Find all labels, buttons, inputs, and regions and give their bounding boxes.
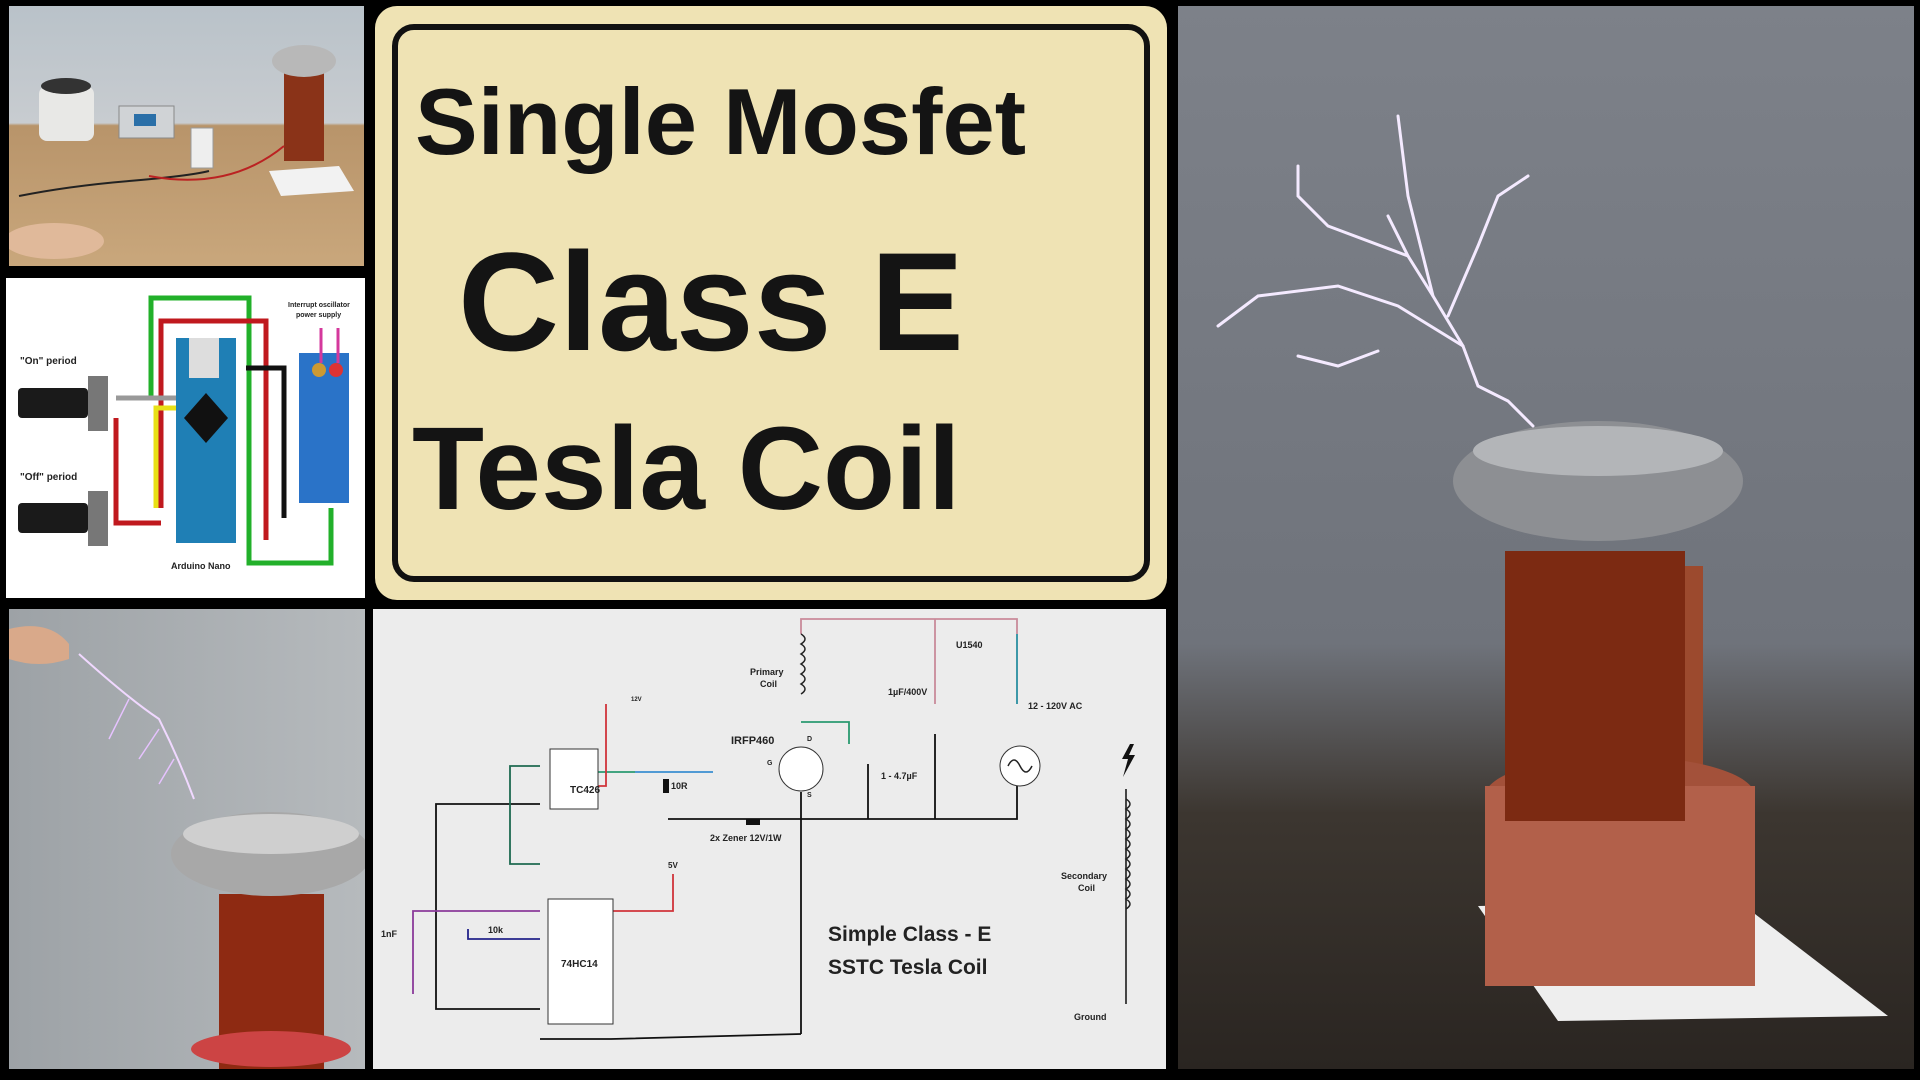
5v-label: 5V	[668, 861, 678, 870]
title-card: Single Mosfet Class E Tesla Coil	[375, 6, 1167, 600]
title-line-2: Class E	[458, 223, 964, 380]
tesla-coil-arc-illustration	[1216, 114, 1888, 1021]
pin-d-label: D	[807, 736, 813, 743]
primary-coil-label: Primary	[750, 667, 784, 677]
relay-label: Interrupt oscillator	[288, 302, 350, 309]
primary-coil-label-2: Coil	[760, 679, 777, 689]
pin-g-label: G	[767, 760, 773, 767]
schematic-wiring	[412, 618, 1135, 1040]
pin-s-label: S	[807, 792, 812, 799]
secondary-label: Secondary	[1061, 871, 1108, 881]
caption-line-1: Simple Class - E	[828, 923, 992, 946]
supply-label: 12 - 120V AC	[1028, 701, 1083, 711]
title-line-1: Single Mosfet	[415, 69, 1027, 174]
mosfet-label: IRFP460	[731, 735, 775, 747]
on-period-label: "On" period	[20, 356, 77, 367]
tc426-label: TC426	[570, 785, 601, 796]
resistor-label: 10R	[671, 781, 688, 791]
bench-setup-illustration	[9, 45, 354, 259]
zener-label: 2x Zener 12V/1W	[710, 833, 782, 843]
pot-label: 10k	[488, 925, 504, 935]
bench-setup-photo	[9, 6, 364, 266]
small-coil-illustration	[9, 626, 365, 1069]
off-period-label: "Off" period	[20, 472, 78, 483]
arduino-wiring-illustration	[18, 295, 349, 566]
tesla-coil-arc-photo	[1178, 6, 1914, 1069]
title-line-3: Tesla Coil	[412, 403, 961, 535]
title-border	[392, 24, 1150, 582]
74hc14-label: 74HC14	[561, 959, 598, 970]
secondary-label-2: Coil	[1078, 883, 1095, 893]
diode-label: U1540	[956, 640, 983, 650]
arduino-nano-label: Arduino Nano	[171, 561, 231, 571]
cap-main-label: 1µF/400V	[888, 687, 928, 697]
arduino-wiring-diagram: "On" period "Off" period Arduino Nano In…	[6, 278, 365, 598]
class-e-schematic: TC426 74HC14 IRFP460 D G S 10R 2x Zener …	[373, 609, 1166, 1069]
cap-tank-label: 1 - 4.7µF	[881, 771, 918, 781]
1nf-label: 1nF	[381, 929, 398, 939]
small-tesla-coil-photo	[9, 609, 365, 1069]
caption-line-2: SSTC Tesla Coil	[828, 956, 988, 979]
12v-label: 12V	[631, 697, 642, 703]
relay-label-2: power supply	[296, 312, 342, 319]
ground-label: Ground	[1074, 1012, 1107, 1022]
